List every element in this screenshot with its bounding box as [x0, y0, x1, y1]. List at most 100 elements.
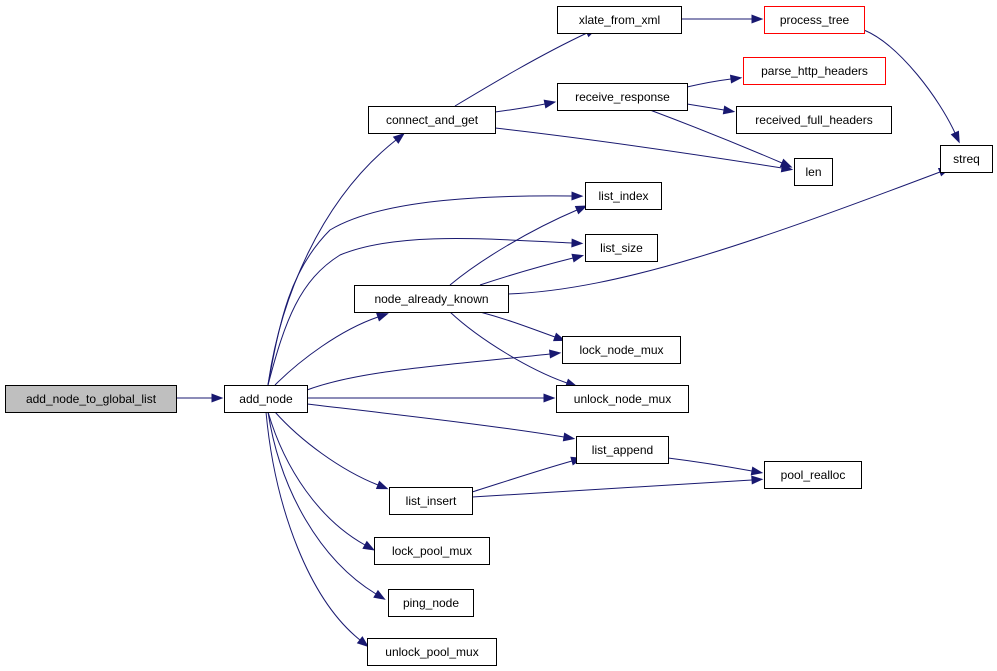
edge-line: [306, 403, 565, 438]
node-label: list_insert: [406, 494, 457, 508]
node-xlate-from-xml[interactable]: xlate_from_xml: [557, 6, 682, 34]
edge-arrowhead: [779, 158, 793, 168]
edge-list_insert-to-list_append: [471, 456, 583, 493]
edge-line: [449, 311, 568, 384]
node-box: [585, 234, 658, 262]
edge-receive_response-to-received_full_headers: [686, 103, 736, 115]
node-list-index[interactable]: list_index: [585, 182, 662, 210]
node-label: unlock_node_mux: [574, 392, 671, 406]
edge-node_already_known-to-streq: [507, 167, 951, 295]
edge-arrowhead: [571, 253, 585, 263]
edge-line: [267, 139, 397, 386]
node-len[interactable]: len: [794, 158, 833, 186]
edge-connect_and_get-to-len: [494, 127, 794, 173]
node-node-already-known[interactable]: node_already_known: [354, 285, 509, 313]
node-box: [557, 83, 688, 111]
node-box: [794, 158, 833, 186]
edge-node_already_known-to-list_size: [479, 253, 585, 286]
edge-node_already_known-to-unlock_node_mux: [449, 311, 578, 388]
node-receive-response[interactable]: receive_response: [557, 83, 688, 111]
node-label: len: [805, 165, 821, 179]
node-label: pool_realloc: [781, 468, 846, 482]
node-box: [374, 537, 490, 565]
node-ping-node[interactable]: ping_node: [388, 589, 474, 617]
node-lock-pool-mux[interactable]: lock_pool_mux: [374, 537, 490, 565]
node-label: parse_http_headers: [761, 64, 868, 78]
node-box: [736, 106, 892, 134]
edge-arrowhead: [543, 393, 556, 403]
edge-line: [265, 411, 361, 641]
edge-line: [479, 257, 574, 286]
edge-xlate_from_xml-to-process_tree: [681, 14, 764, 24]
node-label: receive_response: [575, 90, 670, 104]
edge-arrowhead: [392, 132, 405, 144]
node-add-node[interactable]: add_node: [224, 385, 308, 413]
edge-arrowhead: [751, 475, 764, 485]
node-pool-realloc[interactable]: pool_realloc: [764, 461, 862, 489]
edge-node_already_known-to-lock_node_mux: [479, 311, 566, 342]
edge-arrowhead: [722, 105, 736, 115]
edge-arrowhead: [574, 205, 588, 215]
node-connect-and-get[interactable]: connect_and_get: [368, 106, 496, 134]
edge-arrowhead: [751, 14, 764, 24]
node-box: [557, 6, 682, 34]
edge-line: [507, 171, 941, 295]
edge-line: [494, 103, 546, 113]
edge-line: [494, 127, 783, 169]
edge-line: [274, 316, 379, 386]
node-box: [368, 106, 496, 134]
edge-arrowhead: [356, 636, 369, 648]
node-box: [354, 285, 509, 313]
edge-arrowhead: [571, 238, 584, 248]
node-list-size[interactable]: list_size: [585, 234, 658, 262]
node-lock-node-mux[interactable]: lock_node_mux: [562, 336, 681, 364]
edges-layer: [176, 14, 960, 648]
node-box: [940, 145, 993, 173]
edge-line: [267, 195, 573, 386]
edge-add_node-to-lock_node_mux: [306, 349, 562, 391]
node-box: [367, 638, 497, 666]
edge-arrowhead: [562, 432, 576, 442]
edge-arrowhead: [571, 191, 584, 201]
edge-list_insert-to-pool_realloc: [471, 475, 764, 498]
edge-connect_and_get-to-receive_response: [494, 99, 557, 113]
edge-add_node-to-node_already_known: [274, 312, 389, 386]
node-box: [5, 385, 177, 413]
node-add-node-to-global-list[interactable]: add_node_to_global_list: [5, 385, 177, 413]
node-list-append[interactable]: list_append: [576, 436, 669, 464]
node-unlock-node-mux[interactable]: unlock_node_mux: [556, 385, 689, 413]
node-process-tree[interactable]: process_tree: [764, 6, 865, 34]
node-streq[interactable]: streq: [940, 145, 993, 173]
node-box: [388, 589, 474, 617]
edge-line: [471, 460, 573, 493]
edge-line: [267, 238, 573, 386]
nodes-layer: add_node_to_global_list add_node connect_a…: [5, 6, 993, 666]
edge-receive_response-to-parse_http_headers: [686, 74, 743, 88]
edge-line: [274, 411, 379, 486]
node-label: ping_node: [403, 596, 459, 610]
edge-arrowhead: [750, 466, 764, 476]
node-list-insert[interactable]: list_insert: [389, 487, 473, 515]
edge-line: [686, 103, 725, 111]
node-label: list_append: [592, 443, 653, 457]
edge-line: [479, 311, 556, 338]
node-label: xlate_from_xml: [579, 13, 660, 27]
edge-add_node-to-unlock_node_mux: [307, 393, 556, 403]
node-label: streq: [953, 152, 980, 166]
node-label: unlock_pool_mux: [385, 645, 478, 659]
node-unlock-pool-mux[interactable]: unlock_pool_mux: [367, 638, 497, 666]
edge-add_node-to-unlock_pool_mux: [265, 411, 369, 648]
node-parse-http-headers[interactable]: parse_http_headers: [743, 57, 886, 85]
edge-add_node-to-list_index: [267, 191, 584, 386]
node-box: [585, 182, 662, 210]
edge-arrowhead: [552, 332, 566, 342]
edge-line: [667, 457, 753, 472]
edge-add_node_to_global_list-to-add_node: [176, 393, 224, 403]
node-box: [224, 385, 308, 413]
node-label: add_node_to_global_list: [26, 392, 157, 406]
node-received-full-headers[interactable]: received_full_headers: [736, 106, 892, 134]
node-box: [576, 436, 669, 464]
edge-arrowhead: [549, 349, 562, 359]
node-label: lock_pool_mux: [392, 544, 472, 558]
